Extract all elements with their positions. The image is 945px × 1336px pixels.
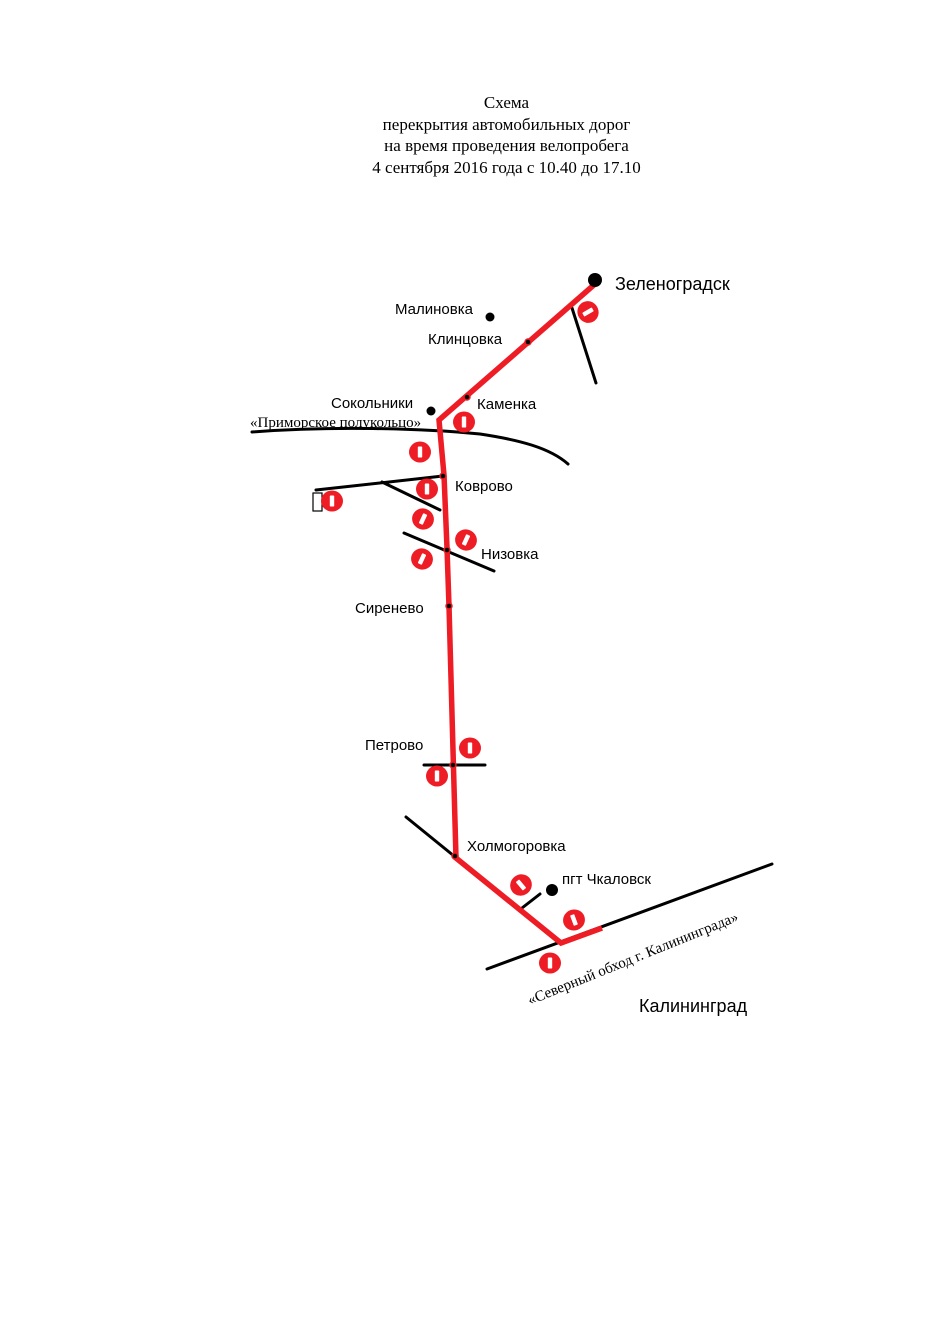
title-line-3: на время проведения велопробега	[384, 136, 629, 155]
label-sirenevo: Сиренево	[355, 600, 424, 617]
petrovo-dot	[449, 761, 457, 769]
label-zelenogradsk: Зеленоградск	[615, 274, 730, 294]
label-chkalovsk: пгт Чкаловск	[562, 871, 651, 888]
kamenka-dot	[463, 393, 471, 401]
kholmogorovka-dot	[451, 852, 459, 860]
label-primorskoe: «Приморское полукольцо»	[250, 415, 421, 431]
label-klintsovka: Клинцовка	[428, 331, 503, 348]
label-kaliningrad: Калининград	[639, 996, 748, 1016]
title-line-1: Схема	[483, 93, 530, 112]
sirenevo-dot	[445, 602, 453, 610]
label-sokolniki: Сокольники	[331, 395, 413, 412]
label-kholmogorovka: Холмогоровка	[467, 838, 566, 855]
no-entry-sign-icon	[408, 504, 438, 534]
severny-obkhod-road	[485, 862, 774, 971]
label-kovrovo: Коврово	[455, 478, 513, 495]
label-kamenka: Каменка	[477, 396, 537, 413]
title-line-2: перекрытия автомобильных дорог	[382, 114, 631, 134]
kovrovo-dot	[439, 472, 447, 480]
no-entry-sign-icon	[453, 411, 475, 433]
no-entry-sign-icon	[407, 544, 437, 574]
no-entry-sign-icon	[539, 952, 561, 974]
no-entry-sign-icon	[505, 869, 537, 901]
no-entry-sign-icon	[459, 737, 481, 759]
title-line-4: 4 сентября 2016 года с 10.40 до 17.10	[372, 157, 641, 177]
label-nizovka: Низовка	[481, 546, 539, 563]
no-entry-sign-icon	[321, 490, 343, 512]
label-malinovka: Малиновка	[395, 301, 474, 318]
sokolniki-dot	[426, 406, 436, 416]
no-entry-sign-icon	[560, 906, 588, 934]
side-road-zelenogradsk	[570, 306, 598, 385]
label-petrovo: Петрово	[365, 737, 423, 754]
no-entry-sign-icon	[416, 478, 438, 500]
klintsovka-dot	[524, 338, 532, 346]
checkpoint-box	[312, 492, 323, 512]
cycling-route	[436, 281, 603, 947]
zelenogradsk-dot	[588, 273, 602, 287]
no-entry-sign-icon	[451, 525, 481, 555]
settlements	[426, 273, 602, 896]
side-road-kovrovo-west	[314, 474, 445, 492]
side-road-kholmogorovka	[404, 815, 456, 858]
chkalovsk-dot	[546, 884, 558, 896]
primorskoe-road	[250, 426, 570, 466]
side-road-kovrovo-diag	[380, 480, 442, 512]
map-title: Схема перекрытия автомобильных дорог на …	[0, 92, 945, 178]
no-entry-sign-icon	[426, 765, 448, 787]
no-entry-sign-icon	[409, 441, 431, 463]
malinovka-dot	[485, 312, 495, 322]
nizovka-dot	[443, 546, 451, 554]
side-road-chkalovsk	[520, 892, 542, 910]
